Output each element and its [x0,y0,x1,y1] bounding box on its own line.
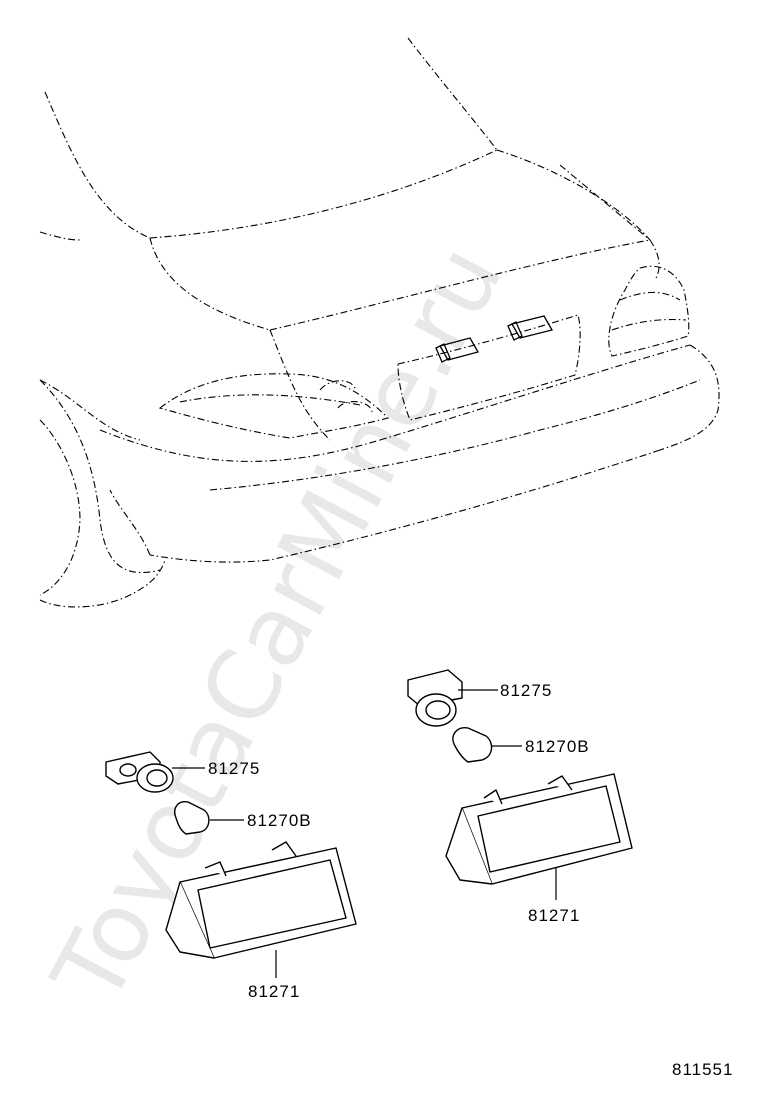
car-rear-illustration [39,37,720,608]
right-bulb-part [452,727,522,763]
right-bulb-label: 81270B [525,737,590,756]
right-socket-part [407,669,498,727]
right-socket-label: 81275 [500,681,552,700]
left-socket-part [105,751,205,793]
figure-number: 811551 [672,1060,733,1079]
left-lens-label: 81271 [248,982,300,1001]
right-lens-label: 81271 [528,906,580,925]
left-lamp-assembly: 81275 81270B 81271 [105,751,357,1001]
left-bulb-label: 81270B [247,811,312,830]
left-bulb-part [174,801,244,835]
right-lens-part [445,773,633,900]
left-lens-part [165,841,357,978]
right-lamp-assembly: 81275 81270B 81271 [407,669,633,925]
left-socket-label: 81275 [208,759,260,778]
